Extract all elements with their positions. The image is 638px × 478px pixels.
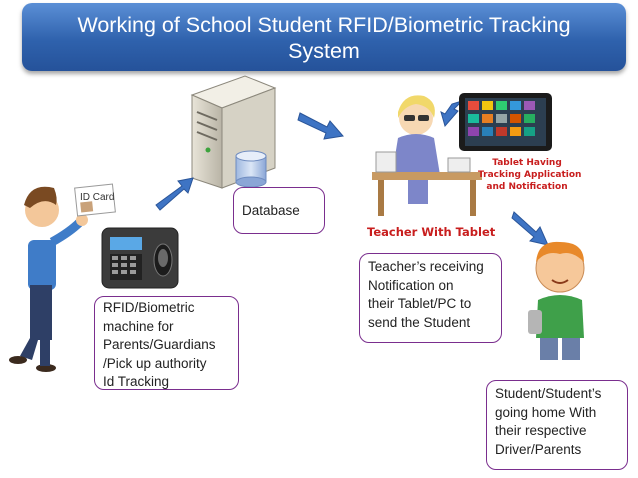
tablet-caption-line-1: Tablet Having (492, 158, 562, 168)
teacher-receiving-line-1: Teacher’s receiving (368, 259, 484, 274)
title-banner: Working of School Student RFID/Biometric… (22, 3, 626, 71)
arrow-to-database (155, 177, 194, 211)
student-going-home-line-4: Driver/Parents (495, 441, 582, 457)
database-label-box: Database (233, 187, 325, 234)
student-going-home-box: Student/Student’s going home With their … (486, 380, 628, 470)
student-going-home-line-2: going home With (495, 404, 597, 420)
teacher-receiving-box: Teacher’s receiving Notification on thei… (359, 253, 502, 343)
rfid-biometric-device-icon (101, 227, 179, 289)
rfid-machine-line-1: RFID/Biometric (103, 300, 195, 315)
title-line-2: System (288, 39, 360, 63)
tablet-having-caption: Tablet Having Tracking Application and N… (478, 157, 582, 193)
student-icon (528, 241, 585, 360)
arrow-tablet-to-teacher (440, 100, 463, 128)
teacher-receiving-line-3: their Tablet/PC to (368, 296, 472, 311)
rfid-machine-line-3: Parents/Guardians (103, 337, 216, 352)
title-line-1: Working of School Student RFID/Biometric… (77, 13, 571, 37)
rfid-machine-line-2: machine for (103, 318, 174, 334)
database-label: Database (242, 203, 300, 218)
tablet-caption-line-2: Tracking Application (478, 170, 582, 180)
student-going-home-line-3: their respective (495, 423, 587, 438)
teacher-with-tablet-caption: Teacher With Tablet (367, 225, 496, 239)
student-going-home-line-1: Student/Student’s (495, 386, 602, 401)
arrow-to-student (511, 211, 549, 246)
arrow-to-teacher (297, 112, 344, 140)
server-icon (190, 75, 277, 189)
person-with-id-card-icon (9, 183, 116, 372)
tablet-icon (459, 93, 552, 151)
teacher-receiving-line-2: Notification on (368, 277, 454, 293)
rfid-machine-box: RFID/Biometric machine for Parents/Guard… (94, 296, 239, 390)
teacher-at-desk-icon (372, 95, 482, 216)
rfid-machine-line-4: /Pick up authority (103, 355, 207, 371)
database-cylinder-icon (235, 150, 267, 188)
rfid-machine-line-5: Id Tracking (103, 374, 170, 389)
diagram-title: Working of School Student RFID/Biometric… (22, 12, 626, 64)
tablet-caption-line-3: and Notification (486, 182, 568, 192)
teacher-receiving-line-4: send the Student (368, 314, 471, 330)
id-card-caption: ID Card (80, 192, 115, 203)
